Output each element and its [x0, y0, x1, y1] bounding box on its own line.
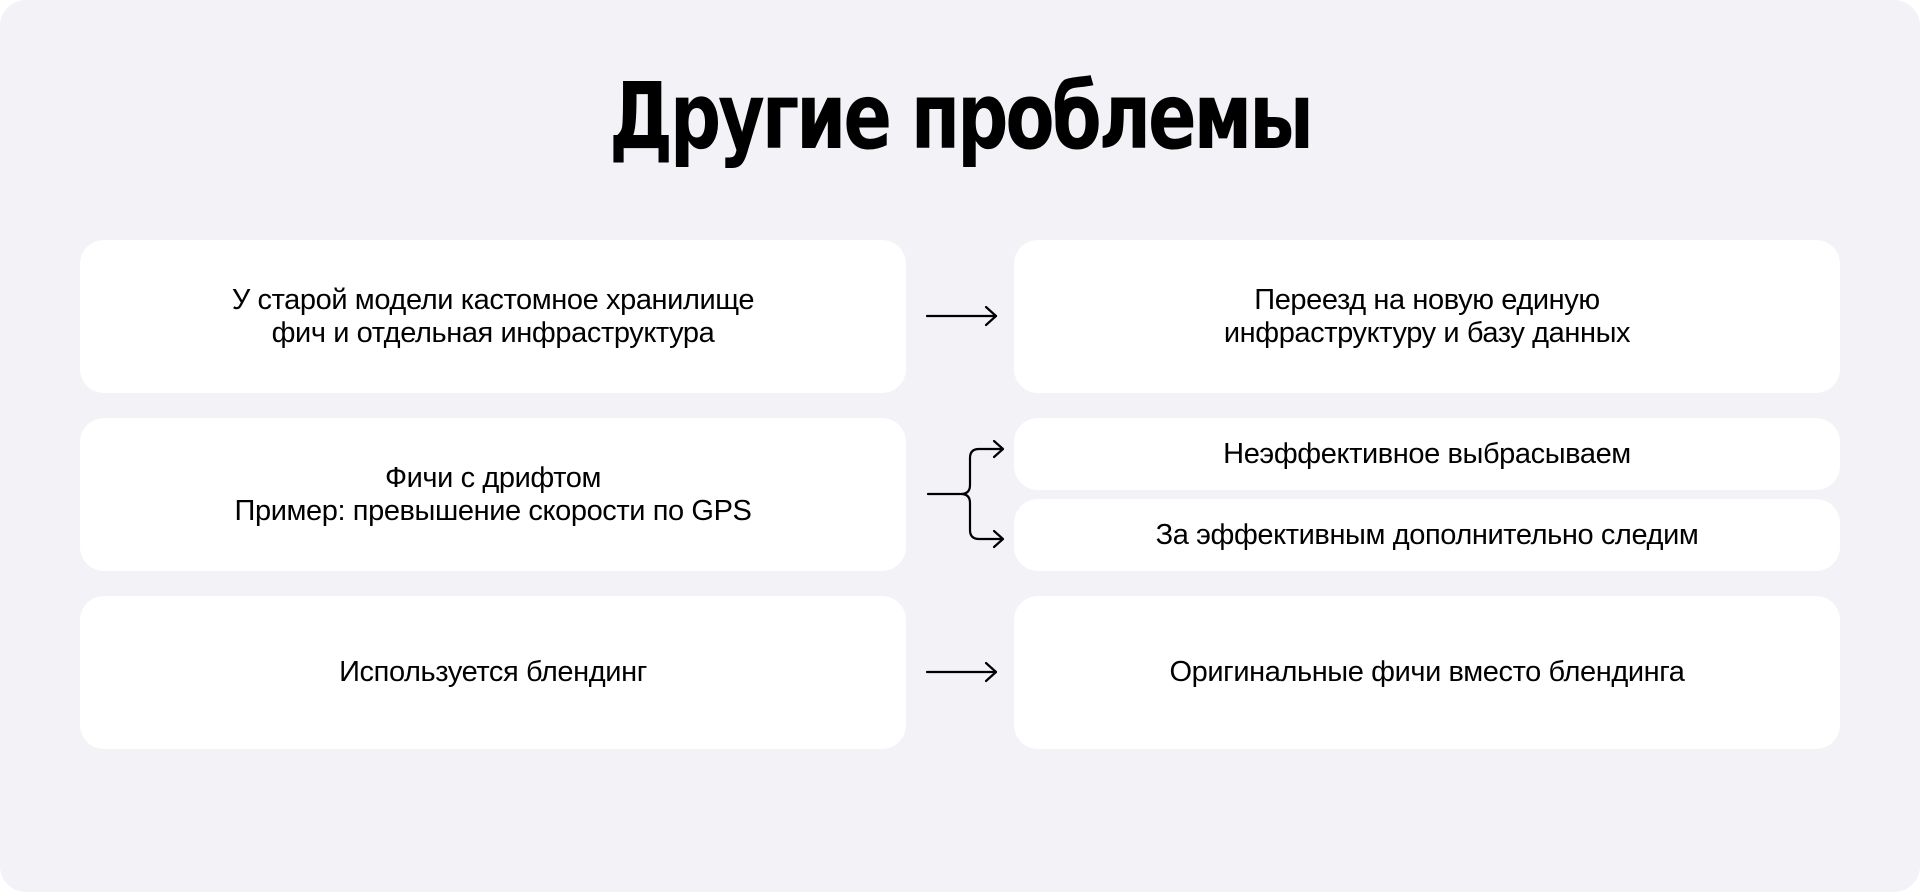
problem-card-blending: Используется блендинг [80, 596, 906, 749]
problem-text-line: У старой модели кастомное хранилище [231, 283, 755, 316]
problem-text-line: Используется блендинг [339, 656, 647, 688]
solution-text-line: Неэффективное выбрасываем [1223, 437, 1631, 470]
problem-text-line: Фичи с дрифтом [384, 461, 602, 494]
page-title: Другие проблемы [609, 63, 1314, 170]
arrow-right-icon [925, 661, 998, 683]
solution-card-original-features: Оригинальные фичи вместо блендинга [1014, 596, 1840, 749]
solution-text-line: За эффективным дополнительно следим [1155, 518, 1699, 551]
problem-card-drift-features: Фичи с дрифтом Пример: превышение скорос… [80, 418, 906, 571]
problem-text-line: фич и отдельная инфраструктура [271, 316, 715, 349]
solution-text-line: Оригинальные фичи вместо блендинга [1169, 656, 1685, 688]
solution-text-line: Переезд на новую единую [1254, 283, 1600, 316]
solution-card-discard-ineffective: Неэффективное выбрасываем [1014, 418, 1840, 490]
solution-card-new-infrastructure: Переезд на новую единую инфраструктуру и… [1014, 240, 1840, 393]
problem-text-line: Пример: превышение скорости по GPS [234, 494, 752, 527]
problem-card-custom-storage: У старой модели кастомное хранилище фич … [80, 240, 906, 393]
arrow-right-icon [925, 305, 998, 327]
bracket-split-arrow-icon [926, 439, 1005, 549]
solution-card-monitor-effective: За эффективным дополнительно следим [1014, 499, 1840, 571]
solution-text-line: инфраструктуру и базу данных [1223, 316, 1631, 349]
